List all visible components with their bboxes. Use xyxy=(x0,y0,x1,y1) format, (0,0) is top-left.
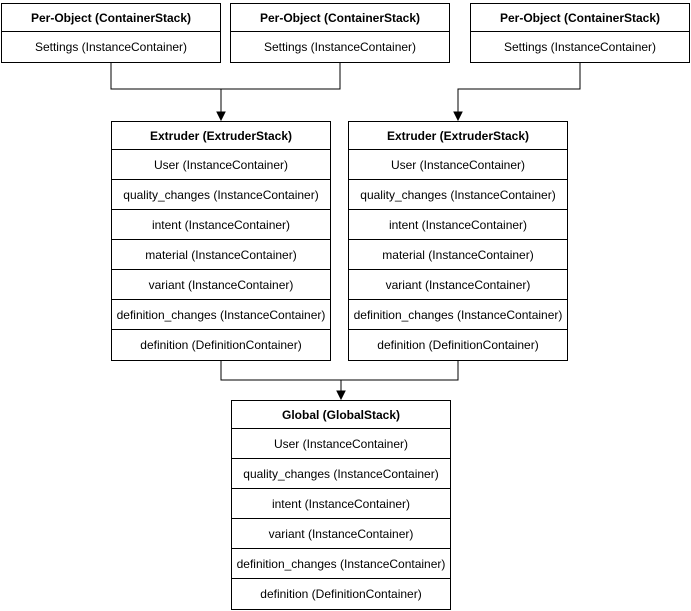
stack-title: Extruder (ExtruderStack) xyxy=(349,122,567,150)
extruder-stack-right: Extruder (ExtruderStack) User (InstanceC… xyxy=(348,121,568,361)
row-quality-changes: quality_changes (InstanceContainer) xyxy=(112,180,330,210)
arrowhead-extruder-left xyxy=(216,111,226,122)
row-material: material (InstanceContainer) xyxy=(112,240,330,270)
connector-extruders-to-global xyxy=(220,361,459,381)
stack-title: Extruder (ExtruderStack) xyxy=(112,122,330,150)
global-stack: Global (GlobalStack) User (InstanceConta… xyxy=(231,400,451,610)
stack-title: Per-Object (ContainerStack) xyxy=(471,4,689,32)
row-quality-changes: quality_changes (InstanceContainer) xyxy=(232,459,450,489)
connector-per-object-1-2-to-extruder-left xyxy=(110,61,341,90)
row-material: material (InstanceContainer) xyxy=(349,240,567,270)
per-object-stack-3: Per-Object (ContainerStack) Settings (In… xyxy=(470,3,690,63)
stack-title: Global (GlobalStack) xyxy=(232,401,450,429)
row-definition: definition (DefinitionContainer) xyxy=(260,587,422,601)
row-definition-changes: definition_changes (InstanceContainer) xyxy=(112,300,330,330)
connector-per-object-3-to-extruder-right xyxy=(457,61,581,112)
row-definition-changes: definition_changes (InstanceContainer) xyxy=(349,300,567,330)
row-intent: intent (InstanceContainer) xyxy=(349,210,567,240)
per-object-stack-2: Per-Object (ContainerStack) Settings (In… xyxy=(230,3,450,63)
arrowhead-extruder-right xyxy=(453,111,463,122)
row-user: User (InstanceContainer) xyxy=(112,150,330,180)
row-definition: definition (DefinitionContainer) xyxy=(140,338,302,352)
row-settings: Settings (InstanceContainer) xyxy=(503,40,657,54)
row-definition-changes: definition_changes (InstanceContainer) xyxy=(232,549,450,579)
row-definition: definition (DefinitionContainer) xyxy=(377,338,539,352)
row-user: User (InstanceContainer) xyxy=(232,429,450,459)
arrowhead-global xyxy=(336,390,346,401)
stack-title: Per-Object (ContainerStack) xyxy=(231,4,449,32)
stack-title: Per-Object (ContainerStack) xyxy=(2,4,220,32)
row-intent: intent (InstanceContainer) xyxy=(112,210,330,240)
row-intent: intent (InstanceContainer) xyxy=(232,489,450,519)
row-variant: variant (InstanceContainer) xyxy=(349,270,567,300)
row-user: User (InstanceContainer) xyxy=(349,150,567,180)
row-quality-changes: quality_changes (InstanceContainer) xyxy=(349,180,567,210)
extruder-stack-left: Extruder (ExtruderStack) User (InstanceC… xyxy=(111,121,331,361)
per-object-stack-1: Per-Object (ContainerStack) Settings (In… xyxy=(1,3,221,63)
row-settings: Settings (InstanceContainer) xyxy=(34,40,188,54)
row-variant: variant (InstanceContainer) xyxy=(232,519,450,549)
row-variant: variant (InstanceContainer) xyxy=(112,270,330,300)
row-settings: Settings (InstanceContainer) xyxy=(263,40,417,54)
